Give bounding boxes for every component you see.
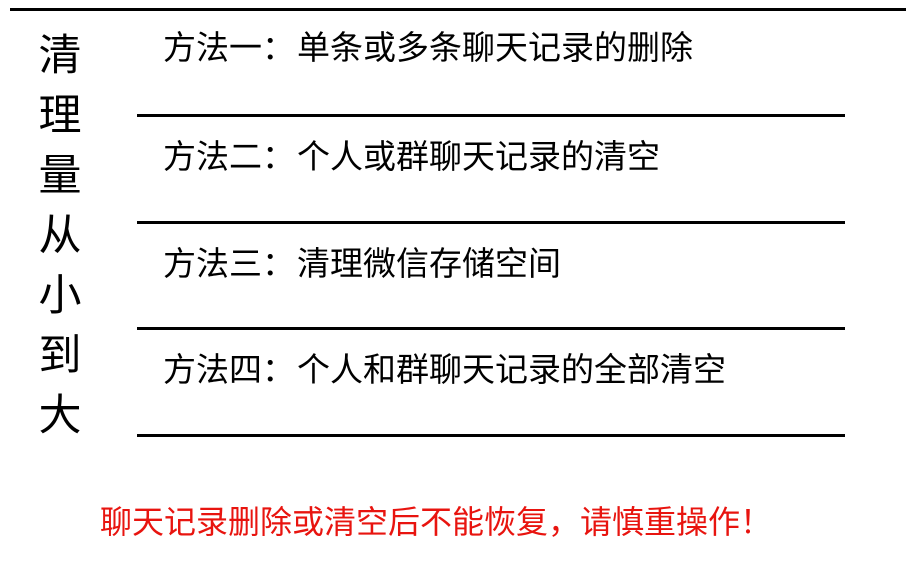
divider-2 bbox=[137, 221, 845, 224]
method-text: 个人和群聊天记录的全部清空 bbox=[297, 350, 726, 389]
method-prefix: 方法四： bbox=[163, 350, 295, 389]
warning-text: 聊天记录删除或清空后不能恢复，请慎重操作！ bbox=[100, 503, 773, 541]
method-1: 方法一：单条或多条聊天记录的删除 bbox=[163, 28, 693, 68]
vertical-title: 清 理 量 从 小 到 大 bbox=[34, 26, 86, 446]
vertical-title-char: 从 bbox=[38, 211, 82, 261]
method-prefix: 方法三： bbox=[163, 244, 295, 283]
vertical-title-char: 大 bbox=[38, 391, 82, 441]
method-3: 方法三：清理微信存储空间 bbox=[163, 244, 561, 284]
vertical-title-char: 理 bbox=[38, 91, 82, 141]
vertical-title-char: 量 bbox=[38, 151, 82, 201]
vertical-title-char: 到 bbox=[38, 331, 82, 381]
divider-3 bbox=[137, 327, 845, 330]
method-text: 清理微信存储空间 bbox=[297, 244, 561, 283]
method-2: 方法二：个人或群聊天记录的清空 bbox=[163, 137, 660, 177]
vertical-title-char: 小 bbox=[38, 271, 82, 321]
method-text: 个人或群聊天记录的清空 bbox=[297, 137, 660, 176]
top-rule bbox=[10, 8, 906, 11]
vertical-title-char: 清 bbox=[38, 31, 82, 81]
method-4: 方法四：个人和群聊天记录的全部清空 bbox=[163, 350, 726, 390]
divider-1 bbox=[137, 114, 845, 117]
method-text: 单条或多条聊天记录的删除 bbox=[297, 28, 693, 67]
method-prefix: 方法二： bbox=[163, 137, 295, 176]
divider-4 bbox=[137, 434, 845, 437]
method-prefix: 方法一： bbox=[163, 28, 295, 67]
